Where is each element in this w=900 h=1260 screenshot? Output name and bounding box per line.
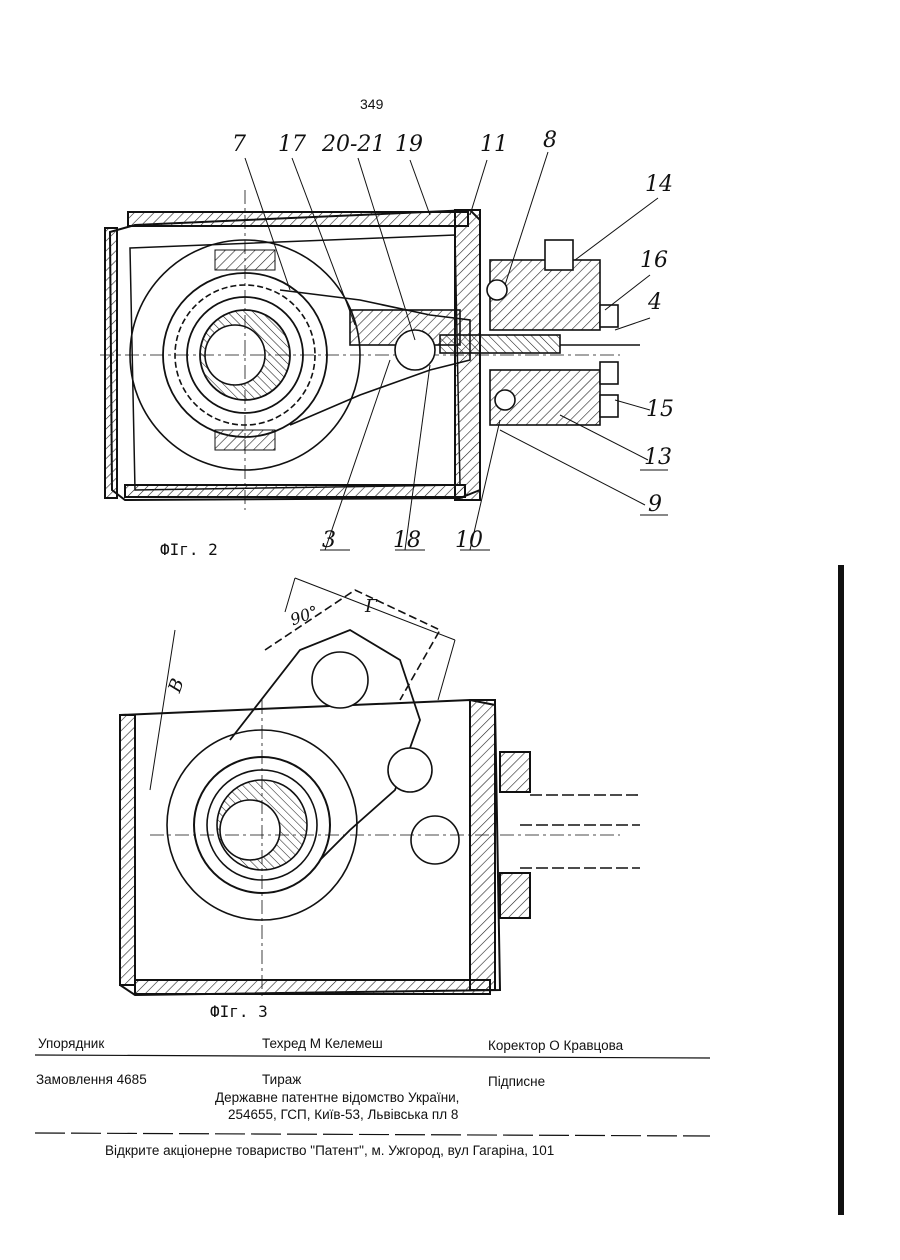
label-18: 18 bbox=[393, 528, 421, 553]
label-4: 4 bbox=[648, 290, 662, 315]
label-17: 17 bbox=[278, 132, 306, 157]
label-16: 16 bbox=[640, 248, 668, 273]
figure-2-caption: ФІг. 2 bbox=[160, 540, 218, 559]
imprint-rule-1 bbox=[35, 1055, 710, 1058]
imprint-order: Замовлення 4685 bbox=[36, 1072, 147, 1087]
label-8: 8 bbox=[543, 128, 557, 153]
imprint-subscription: Підписне bbox=[488, 1074, 545, 1089]
imprint-techred: Техред М Келемеш bbox=[262, 1036, 383, 1051]
label-11: 11 bbox=[480, 132, 508, 157]
imprint-corrector: Коректор О Кравцова bbox=[488, 1038, 623, 1053]
imprint-circulation: Тираж bbox=[262, 1072, 301, 1087]
label-9: 9 bbox=[648, 492, 662, 517]
dimension-g-label: Г bbox=[365, 596, 377, 617]
imprint-publisher-line-2: 254655, ГСП, Київ-53, Львівська пл 8 bbox=[228, 1107, 458, 1122]
imprint-printer: Відкрите акціонерне товариство "Патент",… bbox=[105, 1143, 554, 1158]
fig3-housing bbox=[120, 700, 530, 995]
fig3-mechanism bbox=[150, 578, 640, 1000]
label-15: 15 bbox=[646, 397, 674, 422]
label-13: 13 bbox=[644, 445, 672, 470]
imprint-rule-2 bbox=[35, 1133, 710, 1136]
label-14: 14 bbox=[645, 172, 673, 197]
imprint-compiler: Упорядник bbox=[38, 1036, 104, 1051]
label-3: 3 bbox=[322, 528, 336, 553]
scan-edge-bar bbox=[838, 565, 844, 1215]
label-7: 7 bbox=[232, 132, 246, 157]
label-20-21: 20-21 bbox=[322, 132, 385, 157]
label-10: 10 bbox=[455, 528, 483, 553]
imprint-publisher-line-1: Державне патентне відомство України, bbox=[215, 1090, 459, 1105]
label-19: 19 bbox=[395, 132, 423, 157]
figure-3-caption: ФІг. 3 bbox=[210, 1002, 268, 1021]
fig2-adjuster bbox=[487, 240, 640, 425]
